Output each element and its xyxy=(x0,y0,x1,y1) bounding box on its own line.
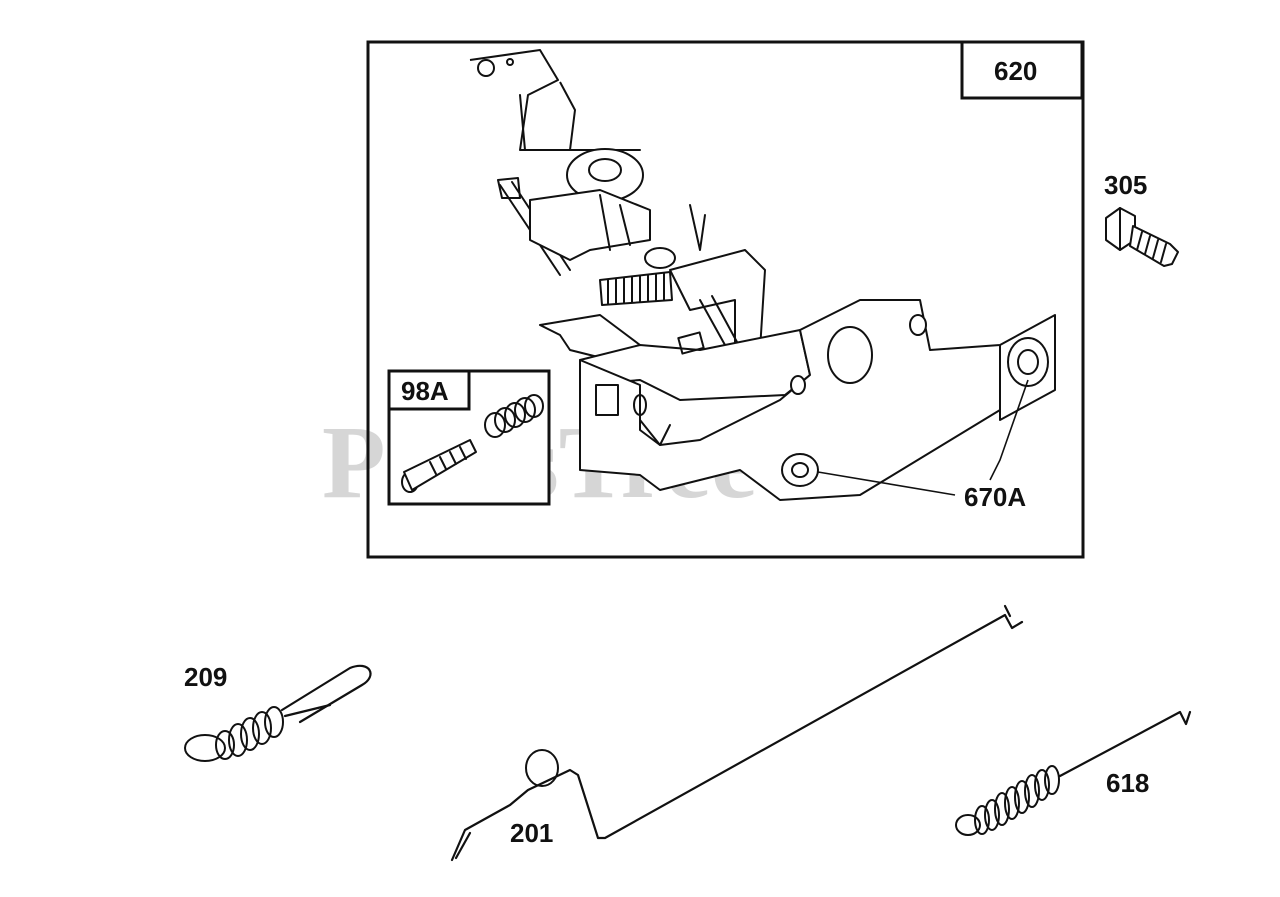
kit-98A xyxy=(387,369,551,506)
label-670A[interactable]: 670A xyxy=(964,482,1026,512)
leader-670A-upper xyxy=(989,379,1029,481)
adjusting-spring xyxy=(484,394,544,438)
bushing-lower xyxy=(781,453,819,487)
adjusting-screw xyxy=(401,439,477,493)
spring-209 xyxy=(184,664,372,762)
label-201[interactable]: 201 xyxy=(510,818,553,848)
assembly-callout-box xyxy=(960,40,1084,100)
label-209[interactable]: 209 xyxy=(184,662,227,692)
bushing-upper xyxy=(1007,337,1049,387)
control-bracket-drawing xyxy=(469,49,1056,501)
label-620[interactable]: 620 xyxy=(994,56,1037,86)
link-rod-201 xyxy=(450,604,1024,862)
governor-spring xyxy=(599,271,673,306)
bolt-305 xyxy=(1105,207,1179,267)
leader-670A-lower xyxy=(817,471,956,496)
label-305[interactable]: 305 xyxy=(1104,170,1147,200)
label-98A[interactable]: 98A xyxy=(401,376,449,406)
label-618[interactable]: 618 xyxy=(1106,768,1149,798)
kit-callout-box xyxy=(387,369,471,411)
assembly-frame xyxy=(366,40,1085,559)
spring-618 xyxy=(955,710,1192,836)
